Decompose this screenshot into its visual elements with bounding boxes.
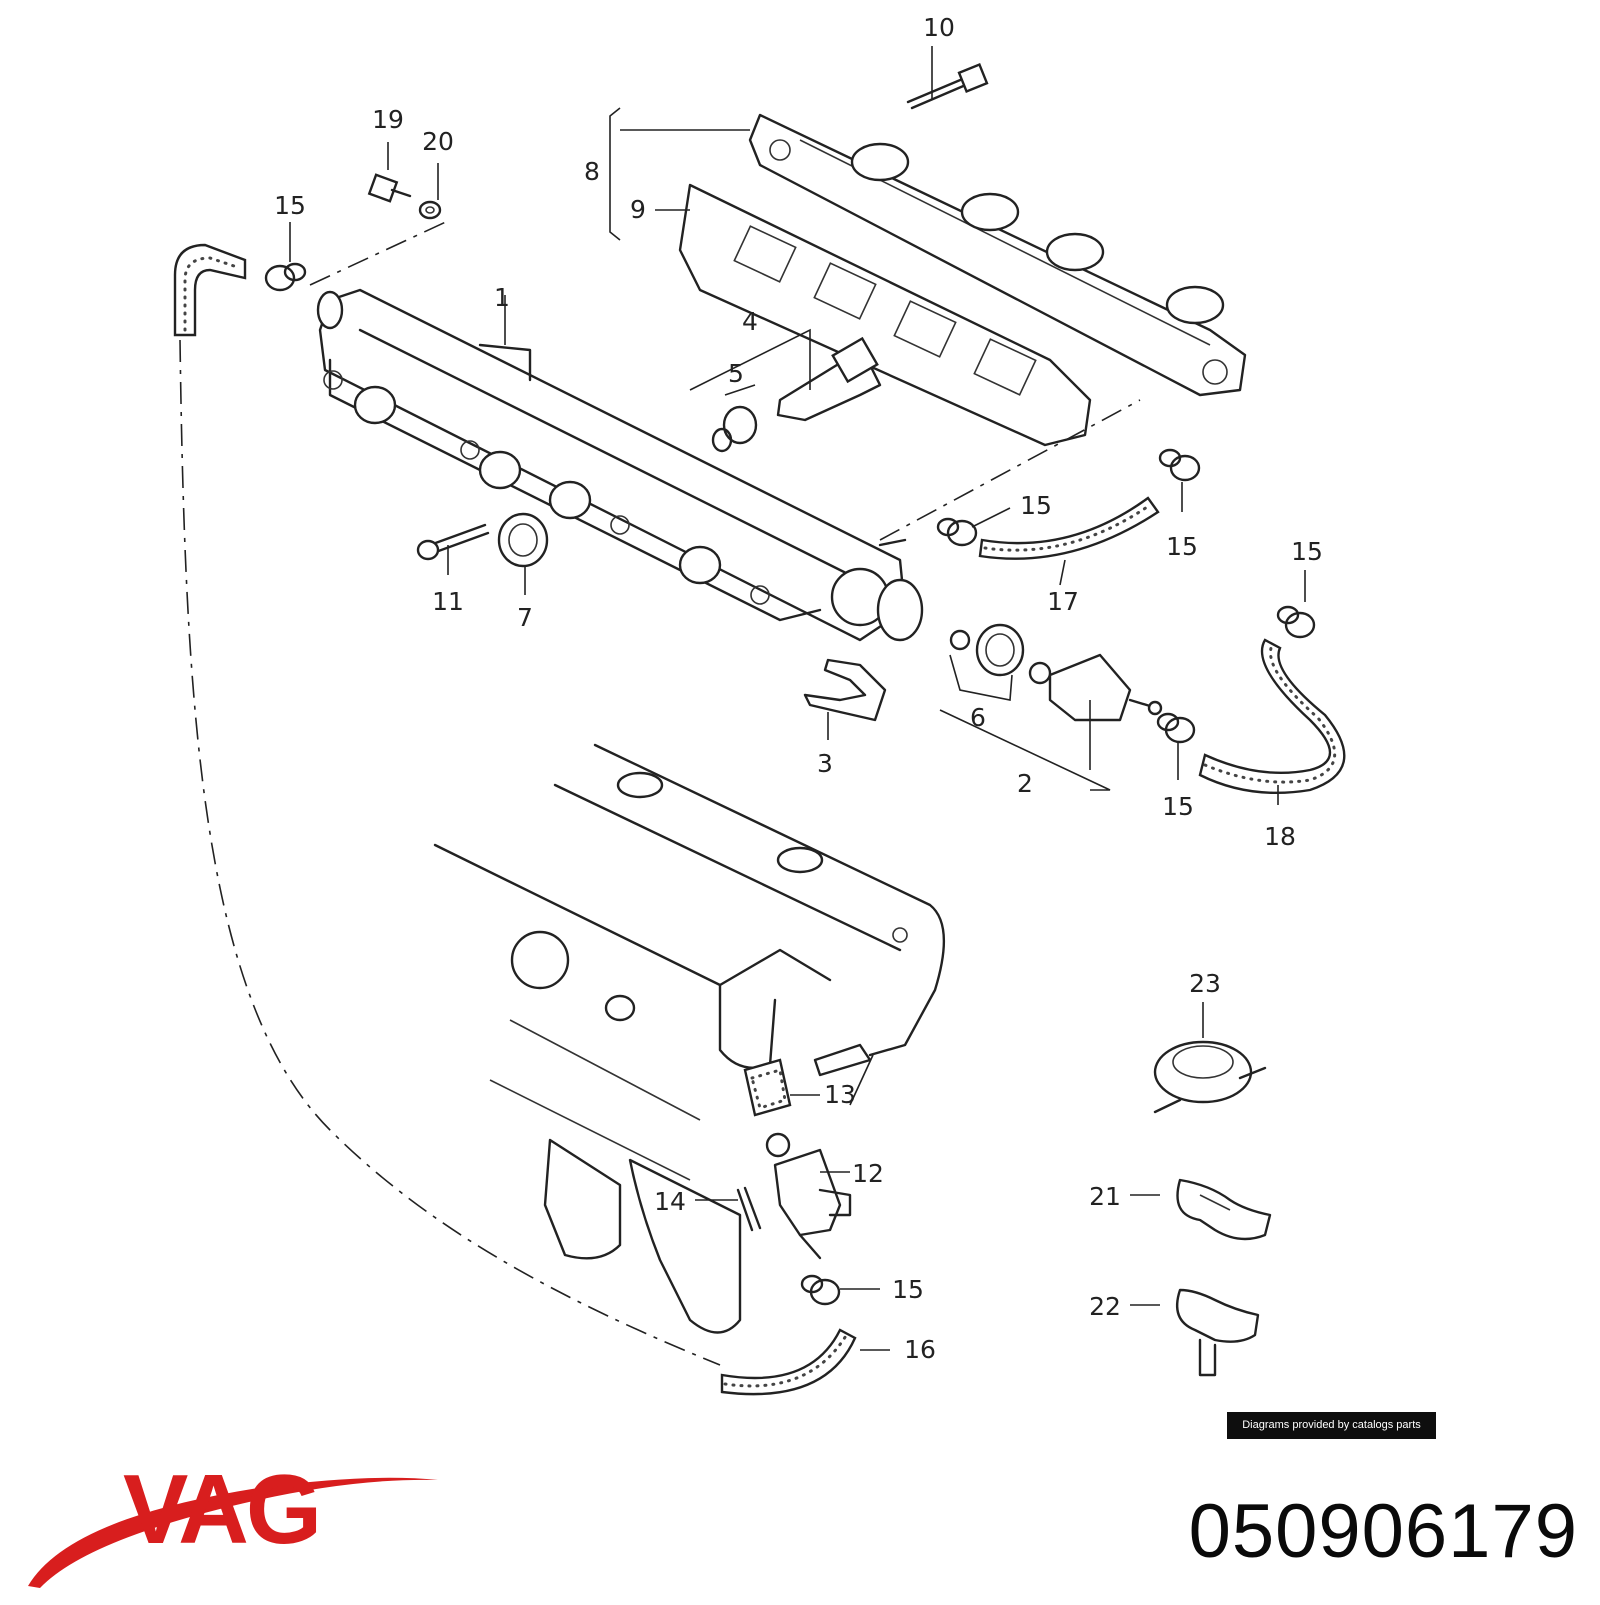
callout-5: 5 — [728, 359, 744, 388]
hose-clamp — [1158, 448, 1201, 482]
manifold-flange — [748, 113, 1247, 397]
callout-8: 8 — [584, 157, 600, 186]
callout-17: 17 — [1047, 587, 1079, 616]
fuel-rail — [316, 288, 924, 642]
hose-clamp — [800, 1274, 841, 1306]
callout-9: 9 — [630, 195, 646, 224]
valve-gasket — [743, 1058, 792, 1117]
control-valve — [765, 1132, 852, 1260]
callout-15: 15 — [274, 191, 306, 220]
callout-20: 20 — [422, 127, 454, 156]
callout-12: 12 — [852, 1159, 884, 1188]
callout-23: 23 — [1189, 969, 1221, 998]
diagram-credit: Diagrams provided by catalogs parts — [1227, 1412, 1436, 1439]
cylinder-head — [433, 743, 945, 1334]
callout-22: 22 — [1089, 1292, 1121, 1321]
callout-3: 3 — [817, 749, 833, 778]
logo-text: VAG — [123, 1454, 319, 1564]
connection-line-upper — [309, 219, 451, 286]
callout-10: 10 — [923, 13, 955, 42]
callout-7: 7 — [517, 603, 533, 632]
callout-16: 16 — [904, 1335, 936, 1364]
callout-11: 11 — [432, 587, 464, 616]
hose-16 — [720, 1328, 857, 1396]
connection-line-mid — [879, 399, 1141, 541]
return-line-dashed — [179, 339, 721, 1366]
fuel-injector — [776, 336, 882, 422]
callout-1: 1 — [494, 283, 510, 312]
callout-18: 18 — [1264, 822, 1296, 851]
callout-15: 15 — [1020, 491, 1052, 520]
hose-17 — [978, 496, 1160, 560]
manifold-bolt — [906, 63, 989, 110]
callout-15: 15 — [892, 1275, 924, 1304]
callout-13: 13 — [824, 1080, 856, 1109]
hose-clamp — [936, 517, 978, 547]
hose-clamp — [1156, 712, 1196, 744]
hose-18 — [1198, 638, 1346, 795]
hose-clamp — [264, 262, 307, 292]
vag-logo: VAG — [28, 1454, 438, 1588]
injector-o-rings — [711, 405, 758, 453]
small-bolt — [367, 173, 412, 203]
hose-clamp — [1276, 605, 1316, 639]
callout-6: 6 — [970, 703, 986, 732]
rail-seal — [497, 512, 549, 568]
hose-clip-double — [1176, 1178, 1272, 1241]
callout-15: 15 — [1291, 537, 1323, 566]
hose-clip-triple — [1175, 1288, 1260, 1377]
pressure-regulator — [1028, 653, 1163, 722]
valve-bolt — [736, 1186, 762, 1232]
leader-lines — [289, 46, 1306, 1351]
callout-2: 2 — [1017, 769, 1033, 798]
callout-15: 15 — [1166, 532, 1198, 561]
callout-14: 14 — [654, 1187, 686, 1216]
washer — [418, 200, 442, 220]
hose-upper-left — [173, 243, 247, 337]
rail-bolt — [416, 523, 490, 561]
regulator-seals — [949, 623, 1025, 677]
callout-15: 15 — [1162, 792, 1194, 821]
retaining-clip — [803, 658, 887, 722]
manifold-gasket — [678, 183, 1092, 447]
logo-swoosh — [28, 1477, 438, 1588]
callout-19: 19 — [372, 105, 404, 134]
vacuum-reservoir — [1153, 1040, 1267, 1114]
callout-21: 21 — [1089, 1182, 1121, 1211]
callout-4: 4 — [742, 307, 758, 336]
part-number: 050906179 — [1188, 1489, 1578, 1574]
